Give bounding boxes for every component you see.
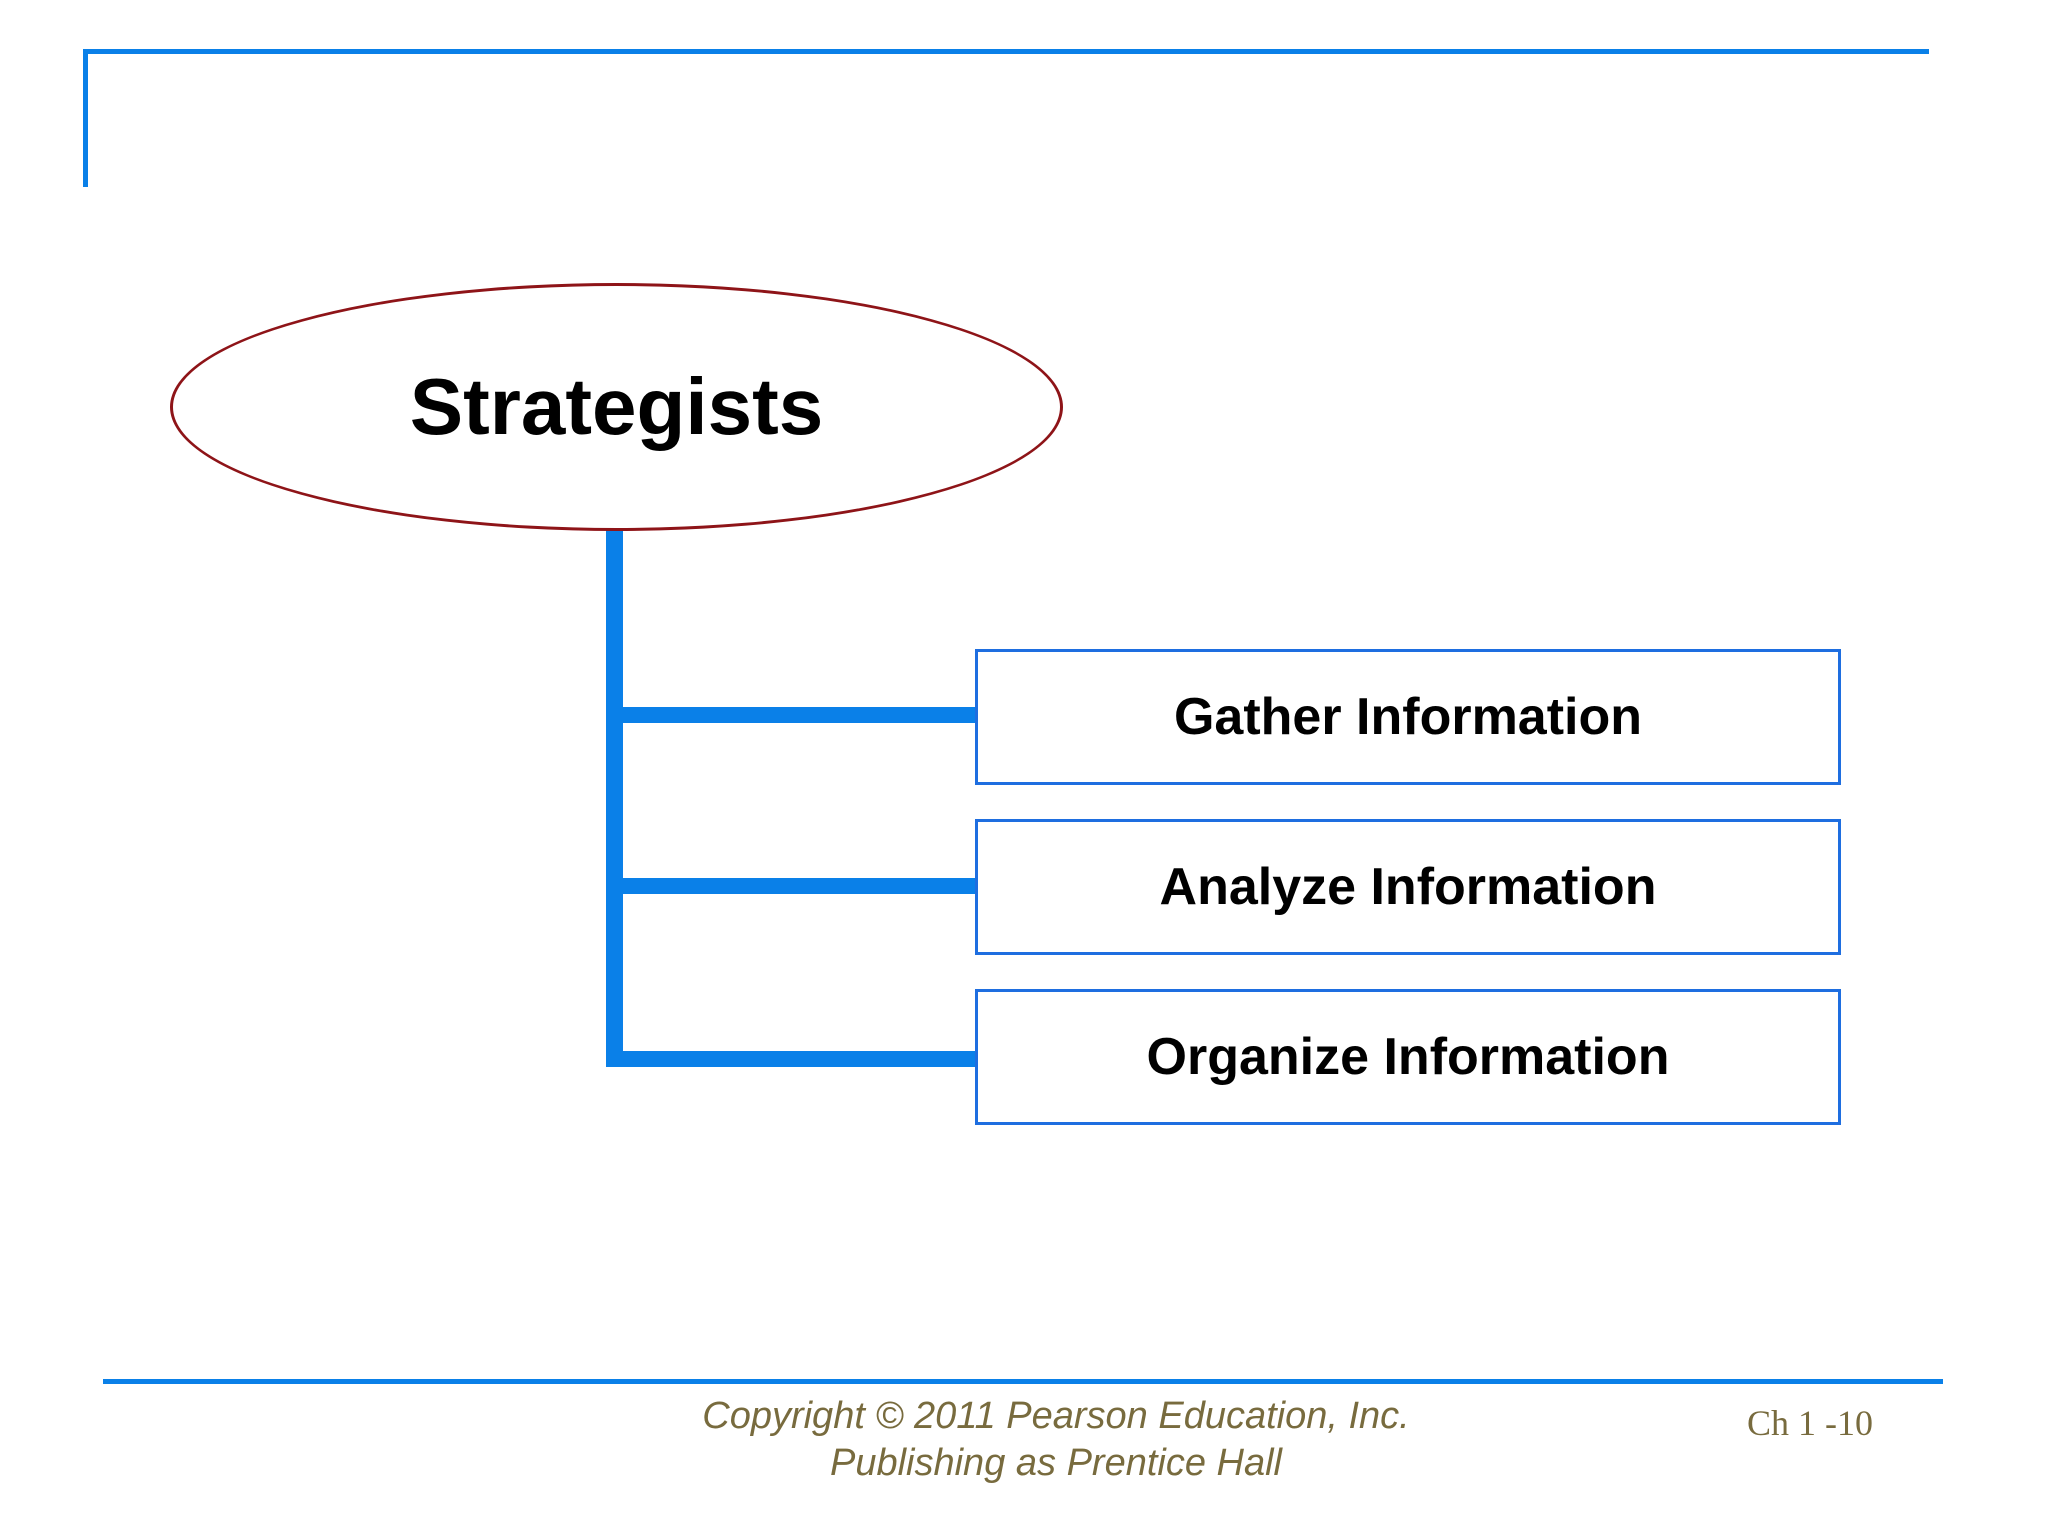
node-box-analyze: Analyze Information — [975, 819, 1841, 955]
node-label-organize: Organize Information — [1146, 1028, 1670, 1086]
connector-branch-organize — [606, 1051, 978, 1067]
bottom-rule — [103, 1379, 1943, 1384]
footer-copyright: Copyright © 2011 Pearson Education, Inc.… — [456, 1393, 1656, 1487]
node-box-organize: Organize Information — [975, 989, 1841, 1125]
page-number: Ch 1 -10 — [1747, 1403, 1873, 1443]
strategists-label: Strategists — [409, 362, 824, 451]
node-label-analyze: Analyze Information — [1159, 858, 1657, 916]
node-box-gather: Gather Information — [975, 649, 1841, 785]
node-label-gather: Gather Information — [1173, 688, 1643, 746]
copyright-line-1: Copyright © 2011 Pearson Education, Inc. — [702, 1395, 1410, 1437]
strategists-ellipse: Strategists — [170, 283, 1063, 531]
connector-branch-gather — [606, 707, 978, 723]
top-rule — [83, 49, 1929, 54]
left-rule — [83, 49, 88, 187]
copyright-line-2: Publishing as Prentice Hall — [829, 1442, 1282, 1484]
connector-trunk — [606, 520, 623, 1067]
connector-branch-analyze — [606, 878, 978, 894]
